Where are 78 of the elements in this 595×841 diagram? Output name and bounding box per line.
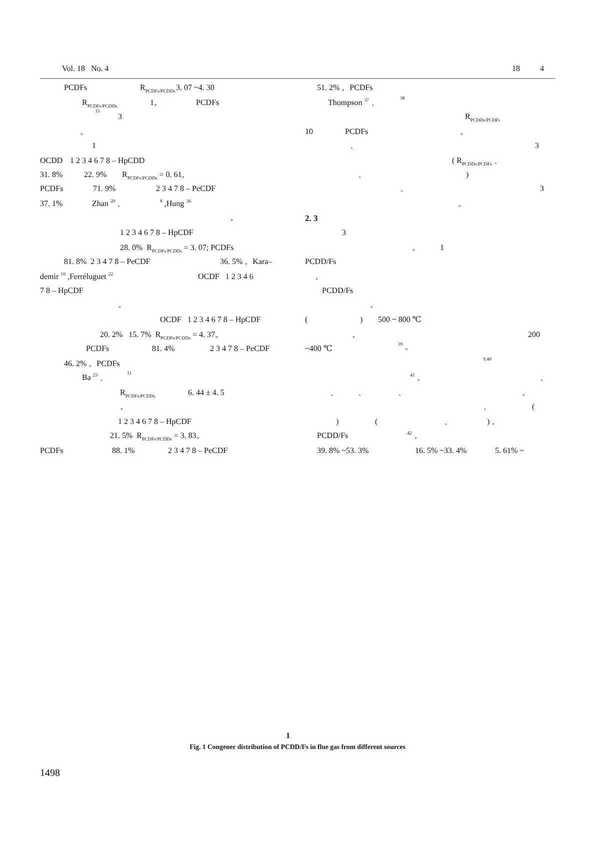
body-text: 3 bbox=[342, 228, 346, 238]
body-text: 、 bbox=[444, 417, 452, 426]
body-text: ( bbox=[305, 315, 308, 324]
body-text: 3 bbox=[540, 184, 544, 194]
body-text: 。 bbox=[352, 330, 360, 340]
body-text: 、 bbox=[398, 388, 406, 398]
body-text: 1 2 3 4 6 7 8 – HpCDD bbox=[70, 156, 145, 166]
body-text: 、 bbox=[358, 170, 366, 180]
body-text: 、 bbox=[350, 141, 358, 150]
body-text: PCDD/Fs bbox=[305, 257, 336, 266]
figure-number: 1 bbox=[286, 731, 290, 740]
body-text: 500 ~ 800 ℃ bbox=[378, 315, 422, 324]
body-text: 71. 9% bbox=[93, 184, 116, 194]
body-text: ~400 ℃ bbox=[305, 344, 332, 354]
body-text: PCDFs bbox=[196, 98, 220, 108]
body-text: 51. 2% 。PCDFs bbox=[317, 83, 373, 92]
body-text: 81. 4% bbox=[152, 344, 175, 354]
body-text: ( bbox=[532, 402, 535, 412]
body-text: OCDF 1 2 3 4 6 7 8 – HpCDF bbox=[160, 315, 261, 324]
body-text: 2 3 4 7 8 – PeCDF bbox=[156, 184, 216, 194]
body-text: PCDFs bbox=[86, 344, 110, 354]
body-text: 16. 5% ~33. 4% bbox=[415, 446, 467, 456]
body-text: 37. 1% bbox=[40, 199, 63, 208]
body-text: 7 8 – HpCDF bbox=[40, 286, 84, 296]
section-number: 2. 3 bbox=[305, 214, 318, 224]
body-text: 、 bbox=[540, 373, 548, 382]
body-text: 。 bbox=[315, 272, 323, 282]
body-text: ( bbox=[375, 417, 378, 426]
body-text: 。 bbox=[458, 199, 466, 208]
body-text: ) bbox=[466, 170, 469, 180]
body-text: PCDFs bbox=[64, 83, 88, 92]
body-text: 1 bbox=[440, 243, 444, 252]
running-header: 4 bbox=[540, 64, 544, 74]
body-text: PCDFs bbox=[40, 446, 64, 456]
body-text: 6. 44 ± 4. 5 bbox=[188, 388, 224, 398]
body-text: OCDD bbox=[40, 156, 63, 166]
body-text: ) bbox=[336, 417, 339, 426]
body-text: OCDF 1 2 3 4 6 bbox=[198, 272, 254, 282]
body-text: 。 bbox=[118, 300, 126, 310]
body-text: 。 bbox=[120, 402, 128, 412]
body-text: 1 bbox=[92, 141, 96, 150]
body-text: 46. 2% 。PCDFs bbox=[64, 359, 120, 368]
body-text: 5. 61% ~ bbox=[495, 446, 524, 456]
body-text: 、 bbox=[330, 388, 338, 398]
body-text: 22. 9% bbox=[84, 170, 107, 180]
body-text: 。 bbox=[460, 127, 468, 136]
body-text: PCDFs bbox=[40, 184, 64, 194]
body-text: 200 bbox=[528, 330, 540, 340]
body-text: PCDD/Fs bbox=[317, 431, 348, 440]
body-text: 39. 8% ~53. 3% bbox=[317, 446, 369, 456]
body-text: 。 bbox=[522, 388, 530, 398]
body-text: 3 bbox=[118, 112, 122, 122]
body-text: PCDD/Fs bbox=[322, 286, 354, 296]
body-text: 1。 bbox=[150, 98, 162, 108]
body-text: 1 2 3 4 6 7 8 – HpCDF bbox=[120, 228, 194, 238]
body-text: 、 bbox=[400, 184, 408, 194]
body-text: 、 bbox=[483, 402, 491, 412]
body-text: 。 bbox=[80, 127, 88, 136]
body-text: 1 2 3 4 6 7 8 – HpCDF bbox=[118, 417, 192, 426]
body-text: 10 bbox=[305, 127, 313, 136]
body-text: 。 bbox=[230, 213, 238, 222]
body-text: 。 bbox=[370, 300, 378, 310]
body-text: PCDFs bbox=[345, 127, 368, 136]
body-text: 36. 5% 。Kara– bbox=[220, 257, 272, 266]
page-number: 1498 bbox=[40, 768, 60, 780]
body-text: 88. 1% bbox=[112, 446, 135, 456]
body-text: ) 。 bbox=[487, 417, 500, 426]
body-text: 。 bbox=[412, 243, 420, 252]
running-header: Vol. 18 No. 4 bbox=[62, 64, 109, 74]
body-text: 81. 8% 2 3 4 7 8 – PeCDF bbox=[64, 257, 150, 266]
body-text: 、 bbox=[358, 388, 366, 398]
body-text: 2 3 4 7 8 – PeCDF bbox=[210, 344, 270, 354]
body-text: 3. 07 ~4. 30 bbox=[176, 83, 214, 92]
running-header: 18 bbox=[512, 64, 520, 74]
body-text: ) bbox=[360, 315, 363, 324]
body-text: 31. 8% bbox=[40, 170, 63, 180]
body-text: 3 bbox=[535, 141, 539, 150]
body-text: 2 3 4 7 8 – PeCDF bbox=[168, 446, 228, 456]
